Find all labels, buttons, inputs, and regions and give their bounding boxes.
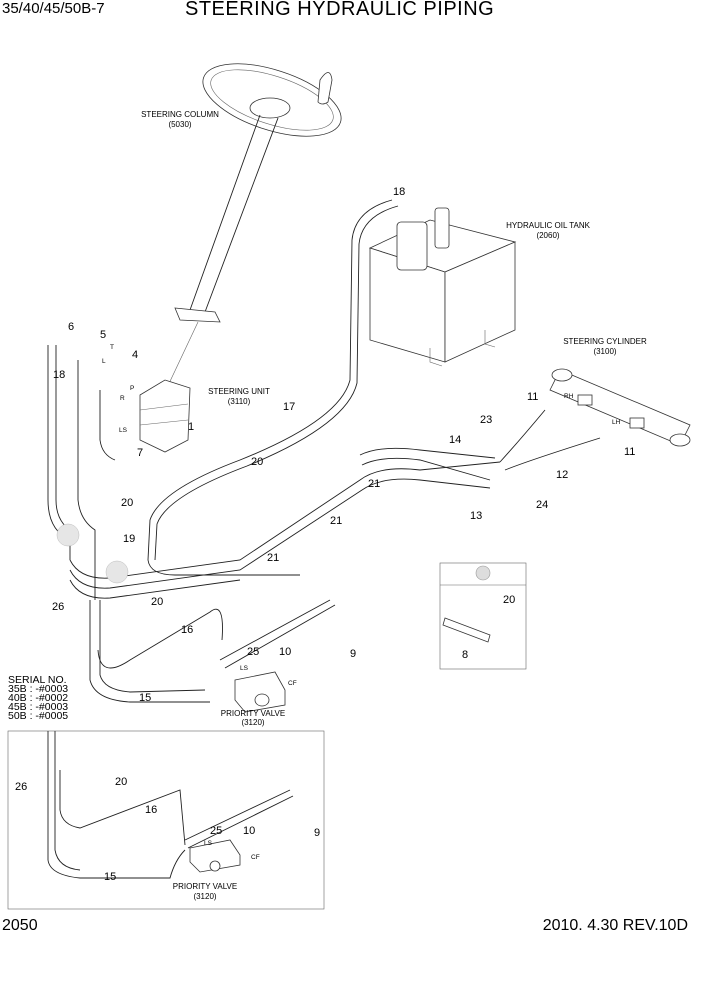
callout-23: 23 [480,414,492,426]
callout-10-lower: 10 [243,825,255,837]
pipe-12 [499,409,601,471]
hatch-marker [56,523,80,547]
callout-26: 26 [52,601,64,613]
callout-15: 15 [139,692,151,704]
callout-15-lower: 15 [104,871,116,883]
callout-1: 1 [188,421,194,433]
callout-17: 17 [283,401,295,413]
port-ls-inset: LS [204,840,213,847]
priority-valve-inset-label: PRIORITY VALVE [173,882,237,891]
port-r: R [120,395,125,402]
priority-valve-inset-code: (3120) [193,892,216,901]
steering-cylinder [549,368,691,447]
callout-6: 6 [68,321,74,333]
callout-26-inset: 26 [15,781,27,793]
callout-20-lower: 20 [115,776,127,788]
steering-unit-label: STEERING UNIT [208,387,270,396]
pipe-bundle-13-14 [69,447,501,599]
callout-19: 19 [123,533,135,545]
callout-25: 25 [247,646,259,658]
port-cf-inset: CF [251,854,260,861]
serial-line: 40B : -#0002 [8,692,69,704]
callout-11a: 11 [527,391,538,403]
callout-9-lower: 9 [314,827,320,839]
port-ls: LS [119,427,128,434]
callout-20b: 20 [121,497,133,509]
callout-21c: 21 [267,552,279,564]
clamp-detail-inset [439,562,527,670]
port-l: L [102,358,106,365]
steering-unit [139,379,191,453]
priority-valve [234,671,286,713]
serial-heading: SERIAL NO. [8,674,67,686]
steering-cylinder-label: STEERING CYLINDER [563,337,647,346]
model-number: 35/40/45/50B-7 [2,0,105,17]
oil-tank-label: HYDRAULIC OIL TANK [506,221,591,230]
port-t: T [110,344,114,351]
serial-line: 50B : -#0005 [8,710,69,722]
oil-tank-code: (2060) [536,231,559,240]
callout-7: 7 [137,447,143,459]
hose-to-priority-valve [219,599,336,669]
callout-24: 24 [536,499,548,511]
serial-inset [7,730,325,910]
callout-13: 13 [470,510,482,522]
pipe-17 [147,199,399,576]
port-lh: LH [612,419,621,426]
priority-valve-code: (3120) [241,718,264,727]
steering-column-code: (5030) [168,120,191,129]
hatch-marker [105,560,129,584]
port-rh: RH [564,393,574,400]
callout-9: 9 [350,648,356,660]
callout-16-lower: 16 [145,804,157,816]
serial-line: 35B : -#0003 [8,683,69,695]
serial-line: 45B : -#0003 [8,701,69,713]
callout-12: 12 [556,469,568,481]
callout-5: 5 [100,329,106,341]
port-ls-valve: LS [240,665,249,672]
callout-14: 14 [449,434,461,446]
steering-cylinder-code: (3100) [593,347,616,356]
callout-18: 18 [53,369,65,381]
revision-date: 2010. 4.30 REV.10D [542,917,688,934]
callout-10: 10 [279,646,291,658]
page-title: STEERING HYDRAULIC PIPING [185,0,495,20]
callout-25-lower: 25 [210,825,222,837]
port-p: P [130,385,134,392]
steering-column [164,114,279,393]
hydraulic-oil-tank [368,207,517,367]
callout-18-tank: 18 [393,186,405,198]
callout-21a: 21 [368,478,380,490]
port-cf: CF [288,680,297,687]
serial-number-block: SERIAL NO. 35B : -#0003 40B : -#0002 45B… [8,674,69,722]
steering-column-label: STEERING COLUMN [141,110,219,119]
callout-20a: 20 [251,456,263,468]
callout-16: 16 [181,624,193,636]
callout-4: 4 [132,349,138,361]
callout-8: 8 [462,649,468,661]
callout-20c: 20 [151,596,163,608]
callout-21b: 21 [330,515,342,527]
left-hoses [47,345,223,703]
page-number: 2050 [2,917,38,934]
steering-unit-code: (3110) [228,397,251,406]
callout-11b: 11 [624,446,635,458]
priority-valve-label: PRIORITY VALVE [221,709,285,718]
callout-20-inset: 20 [503,594,515,606]
steering-wheel [202,63,342,137]
